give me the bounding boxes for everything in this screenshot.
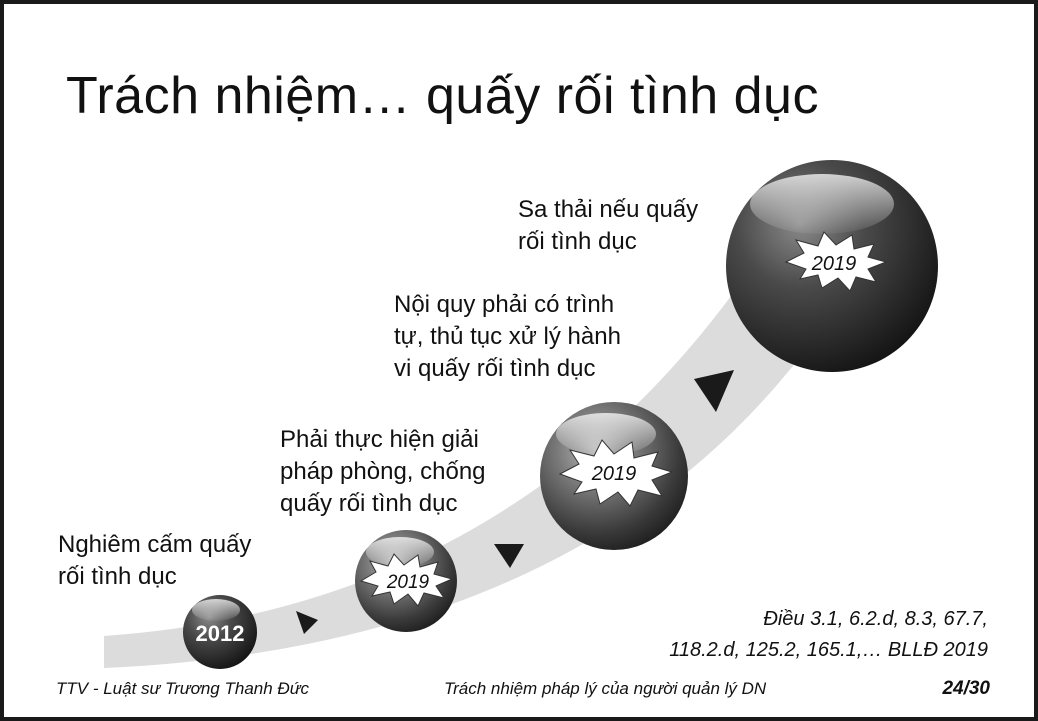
stage-1-line-1: Nghiêm cấm quấy <box>58 531 252 558</box>
starburst-icon <box>784 231 888 292</box>
starburst-icon <box>558 439 674 507</box>
sphere-2019-medium: 2019 <box>540 402 688 550</box>
stage-3-line-3: vi quấy rối tình dục <box>394 355 596 382</box>
stage-2-line-3: quấy rối tình dục <box>280 490 458 517</box>
sphere-2012: 2012 <box>183 595 257 669</box>
arrow-icon <box>494 544 524 568</box>
stage-4-line-2: rối tình dục <box>518 228 637 255</box>
reference-line-2: 118.2.d, 125.2, 165.1,… BLLĐ 2019 <box>669 639 988 661</box>
stage-3-line-2: tự, thủ tục xử lý hành <box>394 323 621 350</box>
sphere-year-label: 2012 <box>196 621 245 646</box>
footer-topic: Trách nhiệm pháp lý của người quản lý DN <box>444 679 767 698</box>
slide-title: Trách nhiệm… quấy rối tình dục <box>66 67 819 125</box>
stage-1-label: Nghiêm cấm quấy rối tình dục <box>58 529 251 593</box>
starburst-icon <box>359 553 454 607</box>
sphere-2019-large: 2019 <box>726 160 938 372</box>
timeline-graphic: 2012 2019 2019 2019 <box>104 160 938 669</box>
stage-3-line-1: Nội quy phải có trình <box>394 291 615 318</box>
stage-1-line-2: rối tình dục <box>58 563 177 590</box>
sphere-year-label: 2019 <box>386 572 430 593</box>
stage-4-label: Sa thải nếu quấy rối tình dục <box>518 194 698 258</box>
stage-2-label: Phải thực hiện giải pháp phòng, chống qu… <box>280 424 486 520</box>
stage-4-line-1: Sa thải nếu quấy <box>518 196 699 223</box>
sphere-year-label: 2019 <box>811 253 857 275</box>
arrow-icon <box>694 370 734 412</box>
sphere-2019-small: 2019 <box>355 530 457 632</box>
page-number: 24/30 <box>942 678 990 699</box>
arrow-icon <box>296 611 318 634</box>
sphere-year-label: 2019 <box>591 463 637 485</box>
stage-2-line-1: Phải thực hiện giải <box>280 426 479 453</box>
stage-2-line-2: pháp phòng, chống <box>280 458 486 485</box>
footer-author: TTV - Luật sư Trương Thanh Đức <box>56 679 309 698</box>
reference-line-1: Điều 3.1, 6.2.d, 8.3, 67.7, <box>763 608 988 630</box>
stage-3-label: Nội quy phải có trình tự, thủ tục xử lý … <box>394 289 621 385</box>
legal-references: Điều 3.1, 6.2.d, 8.3, 67.7, 118.2.d, 125… <box>669 604 988 666</box>
